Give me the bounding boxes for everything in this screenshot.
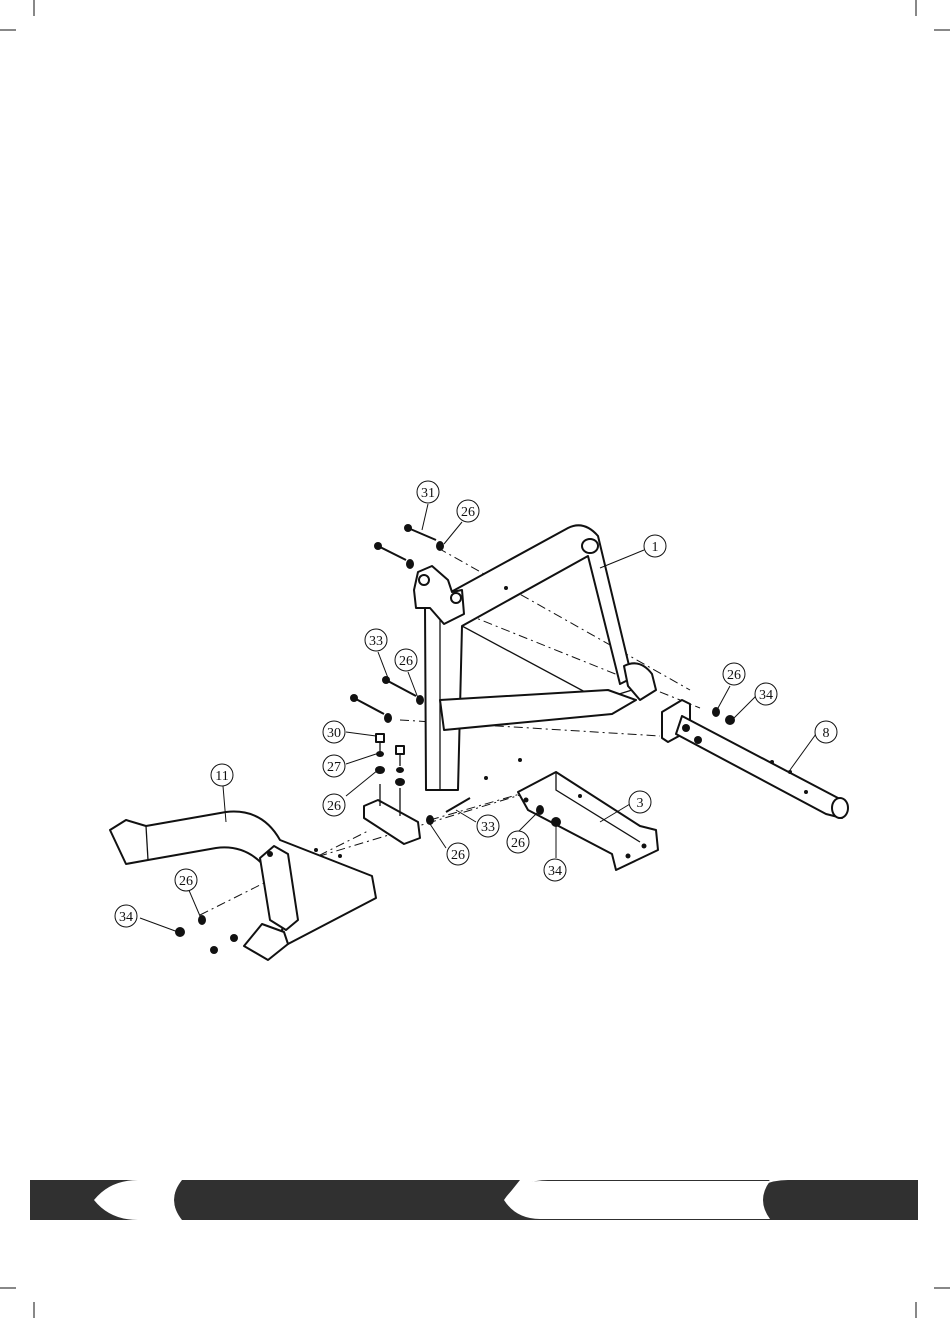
- svg-text:26: 26: [327, 799, 341, 814]
- tube-part-8: [662, 700, 848, 818]
- callout-26: 26: [323, 794, 345, 816]
- callout-34: 34: [755, 683, 777, 705]
- footer-mid-gap: [560, 1181, 744, 1219]
- svg-text:34: 34: [759, 688, 773, 703]
- svg-text:3: 3: [637, 796, 644, 811]
- callout-26: 26: [723, 663, 745, 685]
- frame-part-1: [414, 525, 656, 790]
- svg-text:27: 27: [327, 760, 341, 775]
- callout-8: 8: [815, 721, 837, 743]
- callout-34: 34: [544, 859, 566, 881]
- callout-30: 30: [323, 721, 345, 743]
- svg-text:33: 33: [481, 820, 495, 835]
- svg-text:8: 8: [823, 726, 830, 741]
- callout-33: 33: [477, 815, 499, 837]
- svg-text:1: 1: [652, 540, 659, 555]
- svg-text:26: 26: [511, 836, 525, 851]
- svg-text:26: 26: [461, 505, 475, 520]
- callout-27: 27: [323, 755, 345, 777]
- callout-26: 26: [395, 649, 417, 671]
- svg-text:26: 26: [451, 848, 465, 863]
- callout-26: 26: [447, 843, 469, 865]
- svg-text:31: 31: [421, 486, 435, 501]
- svg-text:26: 26: [179, 874, 193, 889]
- callout-34: 34: [115, 905, 137, 927]
- svg-text:26: 26: [399, 654, 413, 669]
- callout-26: 26: [175, 869, 197, 891]
- svg-text:30: 30: [327, 726, 341, 741]
- callout-26: 26: [507, 831, 529, 853]
- footer-bar: [30, 1180, 918, 1220]
- callout-33: 33: [365, 629, 387, 651]
- front-base-part-11: [110, 812, 376, 960]
- svg-text:26: 26: [727, 668, 741, 683]
- callout-26: 26: [457, 500, 479, 522]
- svg-text:34: 34: [119, 910, 133, 925]
- svg-text:11: 11: [215, 769, 228, 784]
- base-plate-part-3: [518, 772, 658, 870]
- svg-text:34: 34: [548, 864, 562, 879]
- callout-31: 31: [417, 481, 439, 503]
- callout-11: 11: [211, 764, 233, 786]
- callout-1: 1: [644, 535, 666, 557]
- svg-text:33: 33: [369, 634, 383, 649]
- callout-3: 3: [629, 791, 651, 813]
